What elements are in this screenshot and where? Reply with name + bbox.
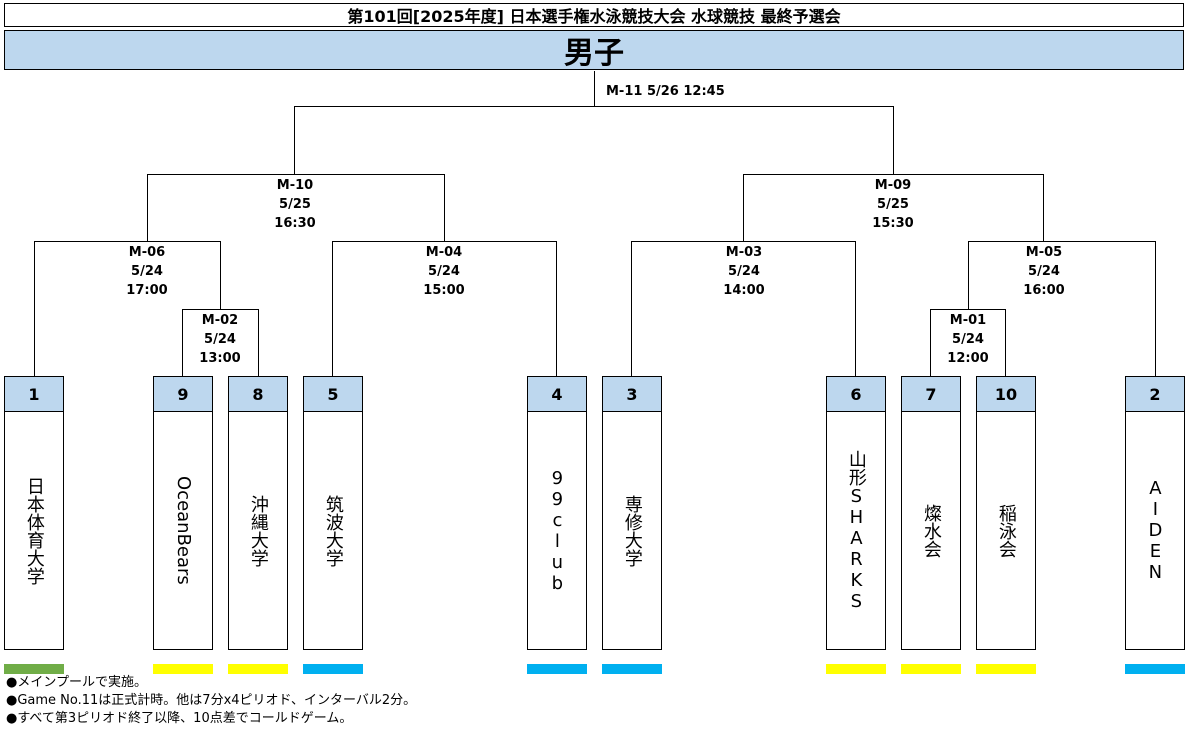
team-column: 3 専修大学 (602, 376, 662, 674)
color-strip (4, 664, 64, 674)
match-line: 5/24 (428, 264, 460, 279)
match-line: M-09 (874, 178, 912, 193)
seed-number: 7 (901, 376, 961, 412)
team-name-box: 99club (527, 412, 587, 650)
match-line: 13:00 (199, 351, 241, 366)
team-column: 10 稲泳会 (976, 376, 1036, 674)
seed-number: 1 (4, 376, 64, 412)
note-line: ●メインプールで実施。 (6, 675, 147, 690)
team-name: OceanBears (172, 476, 194, 585)
team-column: 9 OceanBears (153, 376, 213, 674)
team-name: 燦水会 (920, 503, 942, 558)
team-name-box: 筑波大学 (303, 412, 363, 650)
match-line: M-11 5/26 12:45 (606, 84, 725, 99)
color-strip (228, 664, 288, 674)
team-column: 2 AIDEN (1125, 376, 1185, 674)
team-column: 7 燦水会 (901, 376, 961, 674)
match-line: 16:00 (1023, 283, 1065, 298)
seed-number: 8 (228, 376, 288, 412)
match-line: 5/24 (204, 332, 236, 347)
match-line: M-02 (201, 313, 239, 328)
tournament-title: 第101回[2025年度] 日本選手権水泳競技大会 水球競技 最終予選会 (4, 3, 1184, 27)
match-line: 5/24 (1028, 264, 1060, 279)
match-line: 5/25 (877, 197, 909, 212)
team-name: 稲泳会 (995, 503, 1017, 558)
team-name: 山形SHARKS (845, 449, 867, 612)
match-label-m05: M-05 5/24 16:00 (984, 243, 1104, 300)
seed-number: 3 (602, 376, 662, 412)
match-line: 16:30 (274, 216, 316, 231)
match-line: M-04 (425, 245, 463, 260)
team-name-box: AIDEN (1125, 412, 1185, 650)
color-strip (153, 664, 213, 674)
color-strip (901, 664, 961, 674)
match-label-m03: M-03 5/24 14:00 (684, 243, 804, 300)
color-strip (303, 664, 363, 674)
match-line: M-06 (128, 245, 166, 260)
team-name: AIDEN (1144, 478, 1166, 583)
color-strip (602, 664, 662, 674)
team-name-box: 山形SHARKS (826, 412, 886, 650)
match-line: 5/25 (279, 197, 311, 212)
note-line: ●Game No.11は正式計時。他は7分x4ピリオド、インターバル2分。 (6, 693, 417, 708)
seed-number: 4 (527, 376, 587, 412)
match-line: 5/24 (131, 264, 163, 279)
color-strip (527, 664, 587, 674)
match-label-m09: M-09 5/25 15:30 (833, 176, 953, 233)
team-name-box: 日本体育大学 (4, 412, 64, 650)
match-label-m10: M-10 5/25 16:30 (235, 176, 355, 233)
team-name: 沖縄大学 (247, 494, 269, 567)
match-line: M-10 (276, 178, 314, 193)
seed-number: 2 (1125, 376, 1185, 412)
match-line: 15:30 (872, 216, 914, 231)
seed-number: 9 (153, 376, 213, 412)
seed-number: 6 (826, 376, 886, 412)
color-strip (826, 664, 886, 674)
match-line: M-01 (949, 313, 987, 328)
match-line: 17:00 (126, 283, 168, 298)
team-name-box: 稲泳会 (976, 412, 1036, 650)
notes: ●メインプールで実施。 ●Game No.11は正式計時。他は7分x4ピリオド、… (6, 674, 416, 728)
match-line: 5/24 (728, 264, 760, 279)
gender-banner: 男子 (4, 30, 1184, 71)
match-label-m01: M-01 5/24 12:00 (908, 311, 1028, 368)
team-name-box: OceanBears (153, 412, 213, 650)
team-column: 1 日本体育大学 (4, 376, 64, 674)
seed-number: 5 (303, 376, 363, 412)
team-column: 8 沖縄大学 (228, 376, 288, 674)
match-label-m02: M-02 5/24 13:00 (160, 311, 280, 368)
team-name-box: 沖縄大学 (228, 412, 288, 650)
team-name: 99club (546, 467, 568, 594)
match-label-m06: M-06 5/24 17:00 (87, 243, 207, 300)
match-line: 5/24 (952, 332, 984, 347)
team-column: 6 山形SHARKS (826, 376, 886, 674)
match-line: 12:00 (947, 351, 989, 366)
team-name: 筑波大学 (322, 494, 344, 567)
match-line: 14:00 (723, 283, 765, 298)
team-column: 4 99club (527, 376, 587, 674)
color-strip (1125, 664, 1185, 674)
match-label-m04: M-04 5/24 15:00 (384, 243, 504, 300)
team-name-box: 燦水会 (901, 412, 961, 650)
team-name: 専修大学 (621, 494, 643, 567)
team-name: 日本体育大学 (23, 476, 45, 585)
color-strip (976, 664, 1036, 674)
match-line: 15:00 (423, 283, 465, 298)
note-line: ●すべて第3ピリオド終了以降、10点差でコールドゲーム。 (6, 711, 353, 726)
match-line: M-03 (725, 245, 763, 260)
team-column: 5 筑波大学 (303, 376, 363, 674)
match-line: M-05 (1025, 245, 1063, 260)
team-name-box: 専修大学 (602, 412, 662, 650)
match-label-m11: M-11 5/26 12:45 (606, 82, 746, 101)
seed-number: 10 (976, 376, 1036, 412)
